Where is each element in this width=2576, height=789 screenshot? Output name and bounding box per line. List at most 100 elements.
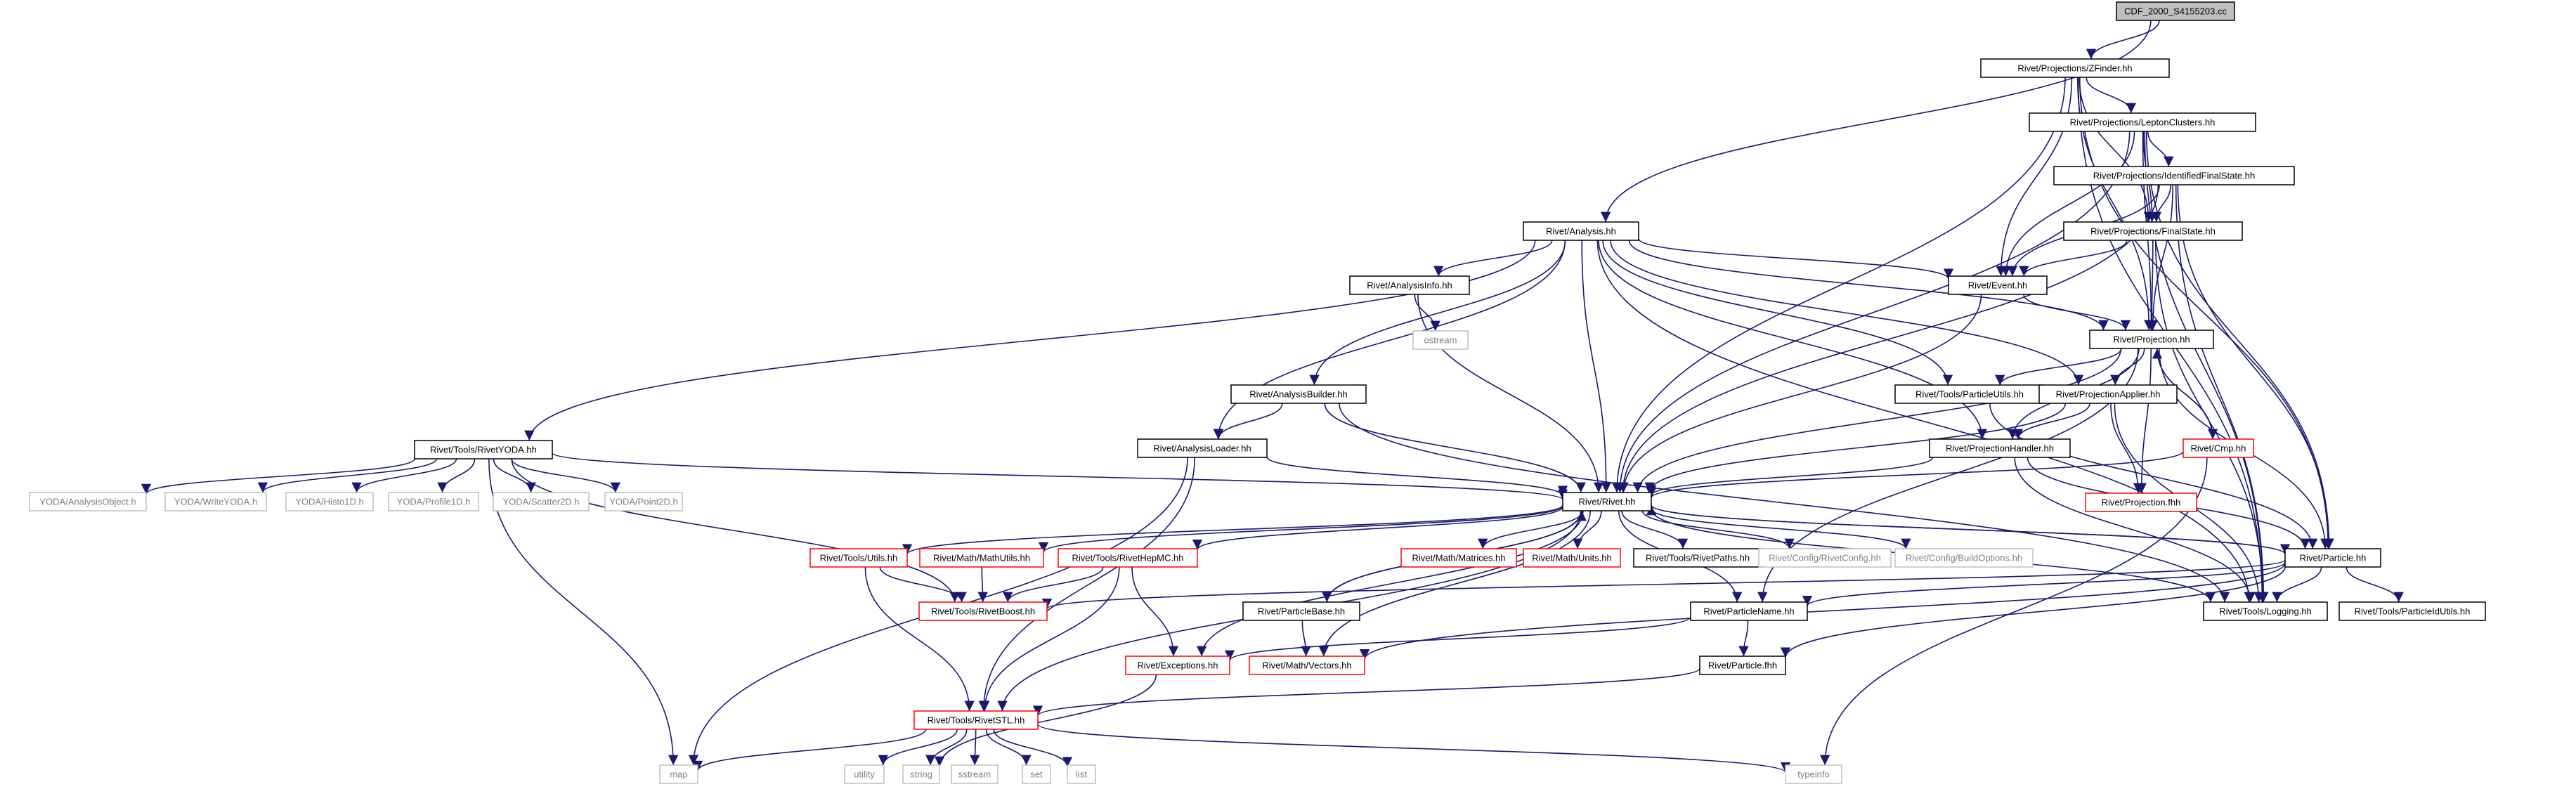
node-identifiedfs[interactable]: Rivet/Projections/IdentifiedFinalState.h… <box>2053 166 2295 185</box>
node-label: YODA/Histo1D.h <box>295 497 364 507</box>
node-rivet[interactable]: Rivet/Rivet.hh <box>1562 492 1652 511</box>
node-particlebase[interactable]: Rivet/ParticleBase.hh <box>1242 601 1360 621</box>
edge-rivetstl-to-utility <box>878 729 958 766</box>
node-leptonclusters[interactable]: Rivet/Projections/LeptonClusters.hh <box>2029 112 2256 132</box>
node-cmp[interactable]: Rivet/Cmp.hh <box>2183 438 2254 458</box>
node-box <box>1980 58 2170 78</box>
edge-finalstate-to-projection <box>2147 240 2157 331</box>
node-projapplier[interactable]: Rivet/ProjectionApplier.hh <box>2038 384 2178 404</box>
node-particlefhh[interactable]: Rivet/Particle.fhh <box>1699 656 1786 675</box>
edge-rivet-to-hepmc <box>1192 507 1563 550</box>
node-units[interactable]: Rivet/Math/Units.hh <box>1523 548 1621 568</box>
node-particleutils[interactable]: Rivet/Tools/ParticleUtils.hh <box>1894 384 2045 404</box>
node-box <box>1230 384 1367 404</box>
edge-particlename-to-exceptions <box>1225 616 1691 661</box>
node-label: Rivet/ProjectionApplier.hh <box>2056 389 2161 400</box>
node-projection[interactable]: Rivet/Projection.hh <box>2089 330 2214 349</box>
node-analysisinfo[interactable]: Rivet/AnalysisInfo.hh <box>1349 275 1470 295</box>
node-boost[interactable]: Rivet/Tools/RivetBoost.hh <box>918 601 1048 621</box>
edge-rivetstl-to-map <box>692 729 927 771</box>
edge-projhandler-to-logging <box>2014 457 2256 603</box>
node-event[interactable]: Rivet/Event.hh <box>1948 275 2048 295</box>
node-particlename[interactable]: Rivet/ParticleName.hh <box>1690 601 1808 621</box>
node-analysis[interactable]: Rivet/Analysis.hh <box>1523 221 1639 241</box>
edge-rivet-to-rivetpaths <box>1621 510 1689 549</box>
edge-identifiedfs-to-particle <box>2177 184 2334 549</box>
node-exceptions[interactable]: Rivet/Exceptions.hh <box>1125 656 1230 675</box>
edge-utils-to-boost <box>879 566 967 603</box>
node-vectors[interactable]: Rivet/Math/Vectors.hh <box>1249 656 1365 675</box>
node-rivetstl[interactable]: Rivet/Tools/RivetSTL.hh <box>913 710 1039 730</box>
node-ypt: YODA/Point2D.h <box>604 492 683 511</box>
node-box <box>604 492 683 511</box>
node-label: Rivet/Projections/ZFinder.hh <box>2017 63 2132 74</box>
node-sstream: sstream <box>951 764 998 784</box>
edge-leptonclusters-to-identifiedfs <box>2147 131 2174 167</box>
node-root[interactable]: CDF_2000_S4155203.cc <box>2116 1 2235 21</box>
edge-rivetyoda-to-ys2 <box>493 458 536 493</box>
node-label: Rivet/Tools/RivetHepMC.hh <box>1072 553 1184 563</box>
node-box <box>285 492 374 511</box>
node-logging[interactable]: Rivet/Tools/Logging.hh <box>2203 601 2328 621</box>
node-projhandler[interactable]: Rivet/ProjectionHandler.hh <box>1929 438 2071 458</box>
node-label: Rivet/Projections/FinalState.hh <box>2090 226 2216 237</box>
node-set: set <box>1022 764 1051 784</box>
node-label: Rivet/ParticleName.hh <box>1703 606 1794 617</box>
node-box <box>414 440 553 459</box>
node-label: Rivet/Tools/ParticleIdUtils.hh <box>2355 606 2471 617</box>
node-label: Rivet/Math/MathUtils.hh <box>933 553 1030 563</box>
edge-cmp-to-typeinfo <box>1819 457 2208 766</box>
edge-particle-to-rivet <box>1646 504 2286 555</box>
node-analysisbuilder[interactable]: Rivet/AnalysisBuilder.hh <box>1230 384 1367 404</box>
node-pidutils[interactable]: Rivet/Tools/ParticleIdUtils.hh <box>2338 601 2486 621</box>
node-zfinder[interactable]: Rivet/Projections/ZFinder.hh <box>1980 58 2170 78</box>
node-ys2: YODA/Scatter2D.h <box>493 492 590 511</box>
edge-rivetyoda-to-map <box>488 458 679 766</box>
edge-hepmc-to-boost <box>1003 566 1104 603</box>
edge-analysis-to-rivetyoda <box>524 240 1536 441</box>
node-rivetpaths[interactable]: Rivet/Tools/RivetPaths.hh <box>1633 548 1762 568</box>
edge-particle-to-particlename <box>1802 561 2286 607</box>
node-string: string <box>902 764 940 784</box>
node-rivetyoda[interactable]: Rivet/Tools/RivetYODA.hh <box>414 440 553 459</box>
node-box <box>2116 1 2235 21</box>
node-analysisloader[interactable]: Rivet/AnalysisLoader.hh <box>1137 438 1268 458</box>
edge-rivet-to-buildoptions <box>1651 508 1911 549</box>
node-box <box>913 710 1039 730</box>
edge-projapplier-to-projfhh <box>2110 403 2144 494</box>
node-label: YODA/Profile1D.h <box>397 497 471 507</box>
node-label: Rivet/AnalysisInfo.hh <box>1367 280 1452 291</box>
node-box <box>1067 764 1096 784</box>
edge-analysis-to-analysisinfo <box>1433 240 1553 277</box>
node-box <box>29 492 147 511</box>
node-box <box>1929 438 2071 458</box>
node-box <box>1022 764 1051 784</box>
node-box <box>1758 548 1892 568</box>
node-utils[interactable]: Rivet/Tools/Utils.hh <box>809 548 908 568</box>
node-label: Rivet/Math/Vectors.hh <box>1262 660 1351 671</box>
node-label: ostream <box>1424 335 1457 346</box>
node-label: Rivet/Tools/RivetBoost.hh <box>931 606 1035 617</box>
node-box <box>1690 601 1808 621</box>
edge-projapplier-to-projhandler <box>2012 403 2090 440</box>
node-box <box>1249 656 1365 675</box>
node-yh1: YODA/Histo1D.h <box>285 492 374 511</box>
edge-particle-to-logging <box>2272 566 2322 603</box>
node-hepmc[interactable]: Rivet/Tools/RivetHepMC.hh <box>1058 548 1198 568</box>
node-finalstate[interactable]: Rivet/Projections/FinalState.hh <box>2063 221 2243 241</box>
node-mathutils[interactable]: Rivet/Math/MathUtils.hh <box>919 548 1044 568</box>
edge-rivetyoda-to-yp1 <box>437 458 476 493</box>
edge-zfinder-to-leptonclusters <box>2086 77 2136 114</box>
edge-hepmc-to-rivetstl <box>980 566 1120 712</box>
edge-projection-to-rivet <box>1632 348 2122 493</box>
node-particle[interactable]: Rivet/Particle.hh <box>2284 548 2381 568</box>
node-label: Rivet/Event.hh <box>1968 280 2028 291</box>
node-matrices[interactable]: Rivet/Math/Matrices.hh <box>1400 548 1517 568</box>
edge-cmp-to-projection <box>2152 348 2213 440</box>
node-label: Rivet/ProjectionHandler.hh <box>1946 443 2054 454</box>
file-nodes: CDF_2000_S4155203.ccRivet/Projections/ZF… <box>29 1 2486 784</box>
edge-analysisbuilder-to-analysisloader <box>1213 403 1283 440</box>
edge-rivetstl-to-list <box>993 729 1073 767</box>
node-projfhh[interactable]: Rivet/Projection.fhh <box>2085 493 2197 512</box>
node-box <box>902 764 940 784</box>
